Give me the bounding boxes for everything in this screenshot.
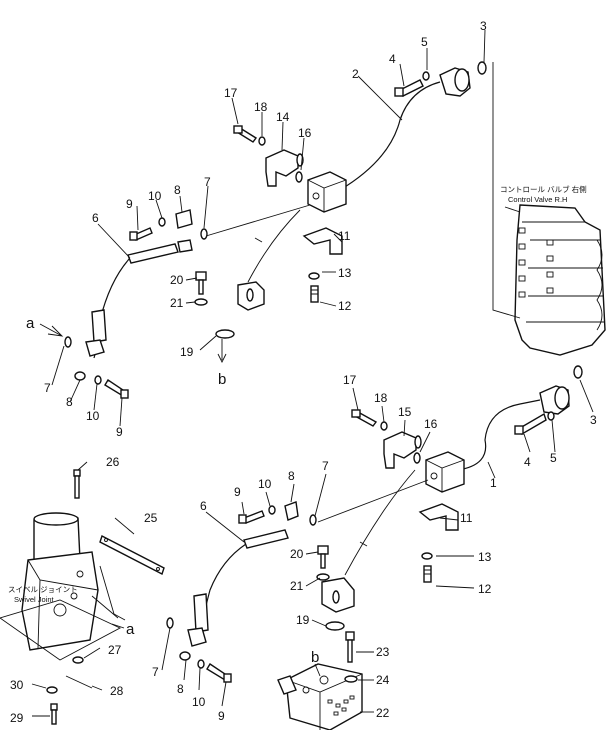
leader-lines (31, 29, 594, 717)
part-number-20: 20 (170, 273, 184, 287)
part-number-21b: 21 (290, 579, 304, 593)
part-number-9c: 9 (234, 485, 241, 499)
part-number-13: 13 (338, 266, 352, 280)
part-number-6b: 6 (200, 499, 207, 513)
part-number-9b: 9 (116, 425, 123, 439)
part-number-7d: 7 (152, 665, 159, 679)
part-number-8b: 8 (66, 395, 73, 409)
part-number-9d: 9 (218, 709, 225, 723)
part-number-19: 19 (180, 345, 194, 359)
part-number-13b: 13 (478, 550, 492, 564)
part-number-7: 7 (204, 175, 211, 189)
part-number-8c: 8 (288, 469, 295, 483)
part-number-12: 12 (338, 299, 352, 313)
part-number-14: 14 (276, 110, 290, 124)
part-number-7c: 7 (322, 459, 329, 473)
letter-a-lower: a (126, 621, 135, 638)
part-number-17: 17 (224, 86, 238, 100)
part-number-8: 8 (174, 183, 181, 197)
part-number-17b: 17 (343, 373, 357, 387)
part-number-21: 21 (170, 296, 184, 310)
swivel-joint-jp-label: スイベル ジョイント (8, 585, 78, 594)
part-number-24: 24 (376, 673, 390, 687)
part-number-9: 9 (126, 197, 133, 211)
letter-a-upper: a (26, 315, 35, 332)
control-valve (504, 204, 606, 356)
part-number-29: 29 (10, 711, 24, 725)
control-valve-jp-label: コントロール バルブ 右側 (500, 184, 587, 194)
part-number-5b: 5 (550, 451, 557, 465)
control-valve-en-label: Control Valve R.H (508, 195, 567, 204)
part-number-11: 11 (338, 229, 351, 243)
part-number-4: 4 (389, 52, 396, 66)
part-number-3b: 3 (590, 413, 597, 427)
letter-b-lower: b (311, 649, 319, 666)
part-number-6: 6 (92, 211, 99, 225)
part-number-26: 26 (106, 455, 120, 469)
part-number-18b: 18 (374, 391, 388, 405)
part-number-10: 10 (148, 189, 162, 203)
part-number-labels: 2 4 5 3 17 18 14 16 8 7 10 9 6 11 13 12 … (10, 19, 597, 725)
letter-b-upper: b (218, 371, 226, 388)
part-number-20b: 20 (290, 547, 304, 561)
part-number-19b: 19 (296, 613, 310, 627)
swivel-joint (0, 512, 126, 661)
part-number-30: 30 (10, 678, 24, 692)
part-number-16b: 16 (424, 417, 438, 431)
part-number-25: 25 (144, 511, 158, 525)
part-number-12b: 12 (478, 582, 492, 596)
part-number-18: 18 (254, 100, 268, 114)
part-number-10b: 10 (86, 409, 100, 423)
part-number-11b: 11 (460, 511, 473, 525)
part-number-10d: 10 (192, 695, 206, 709)
part-number-4b: 4 (524, 455, 531, 469)
part-number-10c: 10 (258, 477, 272, 491)
part-number-1: 1 (490, 476, 497, 490)
part-number-7b: 7 (44, 381, 51, 395)
part-number-22: 22 (376, 706, 390, 720)
part-number-8d: 8 (177, 682, 184, 696)
part-number-15: 15 (398, 405, 412, 419)
part-number-16: 16 (298, 126, 312, 140)
part-number-23: 23 (376, 645, 390, 659)
part-number-27: 27 (108, 643, 122, 657)
part-number-2: 2 (352, 67, 359, 81)
swivel-joint-en-label: Swivel Joint (14, 595, 55, 604)
part-number-5: 5 (421, 35, 428, 49)
part-number-28: 28 (110, 684, 124, 698)
part-number-3: 3 (480, 19, 487, 33)
